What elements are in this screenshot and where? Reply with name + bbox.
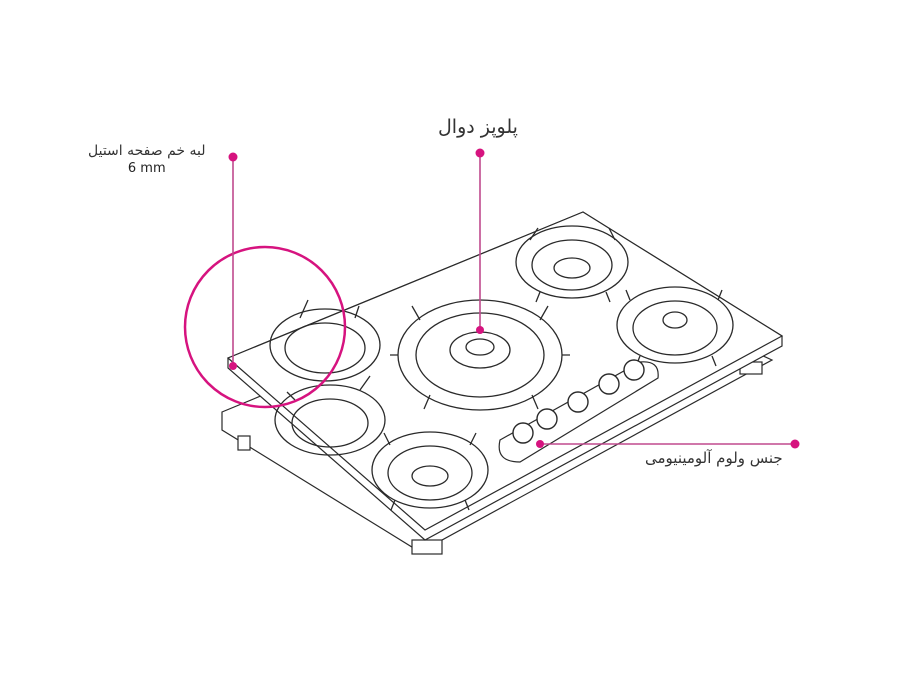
burner-right [616,286,734,367]
edge-label: لبه خم صفحه استیل 6 mm [88,143,206,176]
burner-front-left [274,375,386,456]
knob [512,422,534,444]
knobs-label: جنس ولوم آلومینیومی [645,449,783,467]
foot [237,435,251,451]
burner-front [371,431,489,511]
magnifier-circle [183,245,347,409]
knob [623,359,645,381]
knob [536,408,558,430]
control-panel [498,359,659,463]
hob-body [221,211,784,555]
knob [567,391,589,413]
burner-top-right [515,225,629,303]
foot [411,539,443,555]
edge-thickness-value: 6 mm [127,161,166,176]
grates-label: پلوپز دوال [438,116,518,138]
knob [598,373,620,395]
edge-label-text: لبه خم صفحه استیل [88,143,206,159]
callout-dots [228,148,800,449]
callout-lines [232,153,795,445]
